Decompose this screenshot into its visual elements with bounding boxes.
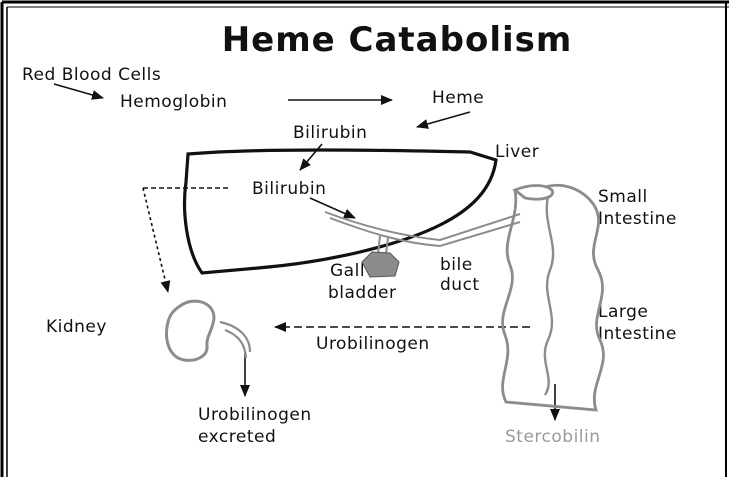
gall-bladder: [362, 252, 399, 277]
label-heme: Heme: [432, 88, 484, 108]
label-urobilinogen-excreted-line2: excreted: [198, 427, 276, 447]
label-small-intestine-line1: Small: [598, 187, 648, 207]
label-gall-bladder-line2: bladder: [328, 283, 396, 303]
label-small-intestine-line2: Intestine: [598, 209, 677, 229]
label-bilirubin-top: Bilirubin: [293, 123, 367, 143]
small-intestine: [503, 185, 604, 410]
label-gall-bladder-line1: Gall: [330, 261, 365, 281]
label-urobilinogen-excreted-line1: Urobilinogen: [198, 405, 312, 425]
label-urobilinogen: Urobilinogen: [316, 334, 430, 354]
large-intestine-inner-wall: [545, 196, 553, 395]
ureter: [220, 322, 250, 358]
label-bile-duct-line2: duct: [440, 275, 480, 295]
label-hemoglobin: Hemoglobin: [120, 92, 227, 112]
arrow-rbc-to-hemoglobin: [54, 84, 103, 98]
label-bile-duct-line1: bile: [440, 255, 473, 275]
kidney-outline: [167, 301, 214, 360]
label-bilirubin-liver: Bilirubin: [252, 179, 326, 199]
label-large-intestine-line1: Large: [598, 302, 648, 322]
arrow-liver-to-kidney: [143, 188, 168, 292]
diagram-title: Heme Catabolism: [222, 20, 573, 60]
arrow-heme-to-bilirubin: [417, 112, 470, 127]
label-stercobilin: Stercobilin: [505, 427, 601, 447]
label-kidney: Kidney: [46, 317, 107, 337]
label-red-blood-cells: Red Blood Cells: [22, 65, 161, 85]
label-liver: Liver: [495, 142, 539, 162]
arrow-bilirubin-to-liver: [300, 144, 322, 170]
label-large-intestine-line2: Intestine: [598, 324, 677, 344]
